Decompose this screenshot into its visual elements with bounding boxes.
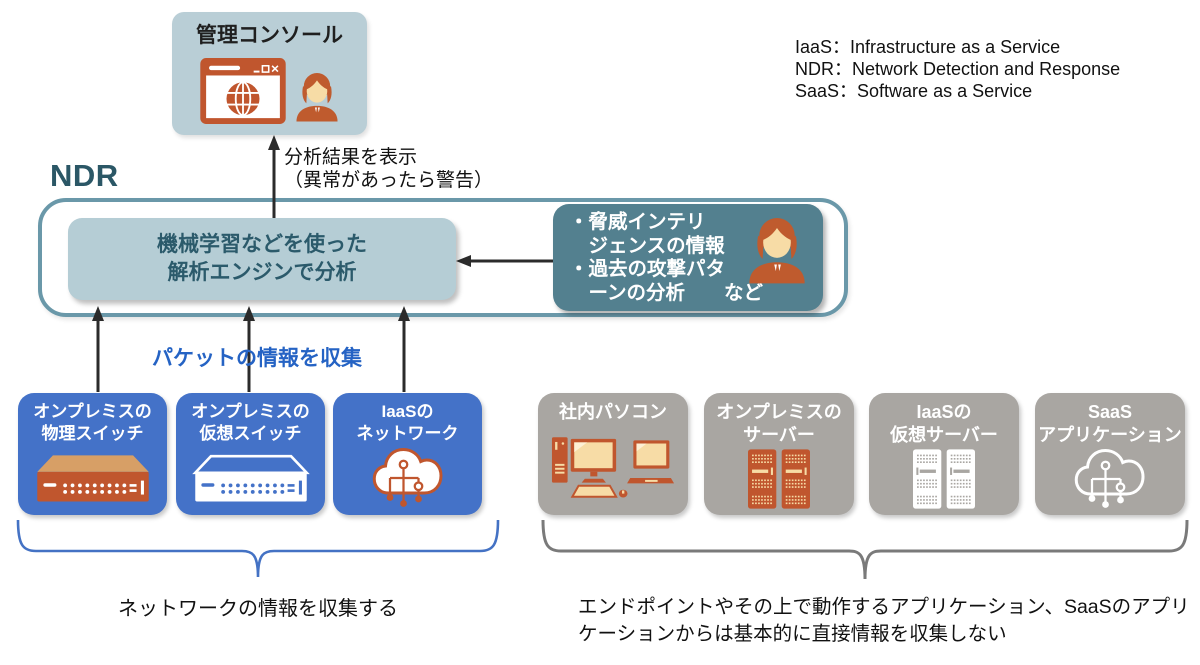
legend-ndr: NDR：Network Detection and Response — [795, 59, 1121, 79]
source-box-iaas-virtual-server: IaaSの 仮想サーバー — [869, 393, 1019, 515]
source-box-virtual-switch: オンプレミスの 仮想スイッチ — [176, 393, 325, 515]
saas-app-icon — [1071, 446, 1149, 516]
network-brace — [16, 519, 500, 578]
onprem-server-icon — [742, 446, 816, 515]
source-box-office-pc: 社内パソコン — [538, 393, 688, 515]
iaas-network-icon — [370, 444, 446, 515]
office-pc-icon — [550, 424, 676, 516]
abbreviation-legend: IaaS：Infrastructure as a Service NDR：Net… — [795, 36, 1120, 102]
analyst-avatar-icon — [746, 212, 808, 286]
legend-saas: SaaS：Software as a Service — [795, 81, 1033, 101]
management-console-box: 管理コンソール — [172, 12, 367, 135]
physical-switch-icon — [34, 444, 152, 515]
threat-intel-box: ・脅威インテリ ジェンスの情報 ・過去の攻撃パタ ーンの分析 など — [553, 204, 823, 311]
source-box-saas-app: SaaS アプリケーション — [1035, 393, 1185, 515]
virtual-switch-icon — [191, 444, 310, 515]
endpoint-caption: エンドポイントやその上で動作するアプリケーション、SaaSのアプリ ケーションか… — [578, 596, 1190, 645]
threat-intel-text: ・脅威インテリ ジェンスの情報 ・過去の攻撃パタ ーンの分析 など — [569, 211, 764, 304]
ndr-title: NDR — [50, 158, 119, 193]
source-box-onprem-server: オンプレミスの サーバー — [704, 393, 854, 515]
packet-collect-label: パケットの情報を収集 — [152, 347, 362, 370]
operator-avatar-icon — [294, 68, 340, 124]
analysis-engine-box: 機械学習などを使った 解析エンジンで分析 — [68, 218, 456, 300]
browser-window-icon — [199, 58, 286, 124]
endpoint-brace — [541, 519, 1189, 580]
source-box-iaas-network: IaaSの ネットワーク — [333, 393, 482, 515]
legend-iaas: IaaS：Infrastructure as a Service — [795, 37, 1061, 57]
network-collect-caption: ネットワークの情報を収集する — [118, 598, 398, 620]
source-box-physical-switch: オンプレミスの 物理スイッチ — [18, 393, 167, 515]
management-console-title: 管理コンソール — [196, 24, 343, 47]
iaas-virtual-server-icon — [907, 446, 981, 515]
analysis-result-label: 分析結果を表示 （異常があったら警告） — [284, 147, 494, 191]
